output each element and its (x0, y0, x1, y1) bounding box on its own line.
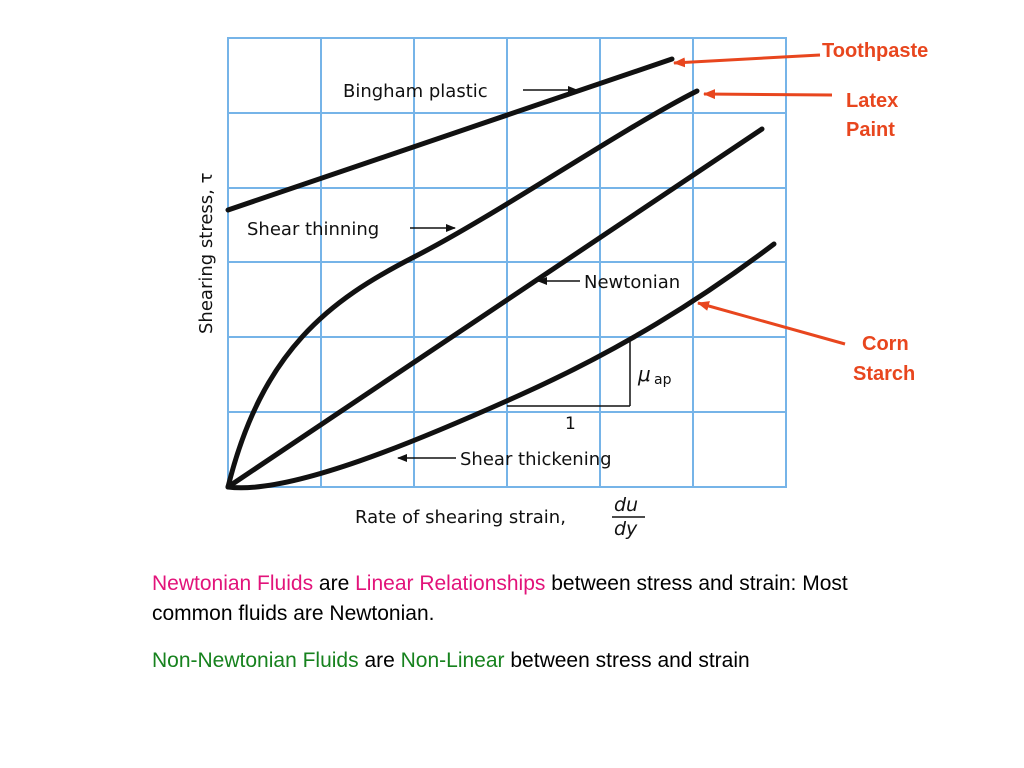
caption-text: between stress and strain (504, 649, 750, 672)
slope-subscript: ap (654, 372, 672, 388)
caption-text: are (358, 649, 401, 672)
bingham-plastic-curve (225, 56, 675, 213)
non-linear-term: Non-Linear (400, 649, 505, 672)
corn-starch-arrow (697, 301, 846, 346)
non-newtonian-fluids-term: Non-Newtonian Fluids (152, 649, 359, 672)
non-newtonian-caption: Non-Newtonian Fluids are Non-Linear betw… (152, 646, 912, 676)
newtonian-caption: Newtonian Fluids are Linear Relationship… (152, 569, 912, 629)
rheology-diagram: μ ap 1 Bingham plastic Shear thinning Ne… (196, 37, 928, 540)
latex-callout-line1: Latex (846, 90, 898, 112)
x-axis-fraction-numerator: du (614, 494, 638, 516)
y-axis-label: Shearing stress, τ (196, 173, 217, 334)
corn-callout-line2: Starch (853, 363, 915, 385)
grid (227, 37, 787, 488)
latex-callout-line2: Paint (846, 119, 895, 141)
bingham-plastic-label: Bingham plastic (343, 81, 488, 102)
x-axis-label: Rate of shearing strain, (355, 507, 566, 528)
newtonian-fluids-term: Newtonian Fluids (152, 572, 314, 595)
latex-paint-arrow (703, 89, 833, 100)
slope-run-label: 1 (565, 414, 576, 434)
toothpaste-callout: Toothpaste (822, 40, 928, 62)
caption-text: are (313, 572, 356, 595)
slope-symbol: μ (637, 362, 651, 386)
shear-thickening-label: Shear thickening (460, 449, 612, 470)
shear-thickening-curve (225, 241, 777, 491)
x-axis-fraction-denominator: dy (614, 518, 638, 540)
label-arrows (397, 86, 580, 462)
shear-thinning-curve (225, 88, 700, 490)
shear-thinning-label: Shear thinning (247, 219, 379, 240)
slope-triangle (507, 341, 631, 407)
linear-relationships-term: Linear Relationships (355, 572, 546, 595)
caption-text: between stress and strain: Most common f… (152, 572, 848, 625)
newtonian-curve (225, 126, 765, 490)
curves (225, 56, 777, 491)
newtonian-label: Newtonian (584, 272, 680, 293)
corn-callout-line1: Corn (862, 333, 909, 355)
toothpaste-arrow (673, 53, 821, 68)
callout-arrows (673, 53, 846, 346)
